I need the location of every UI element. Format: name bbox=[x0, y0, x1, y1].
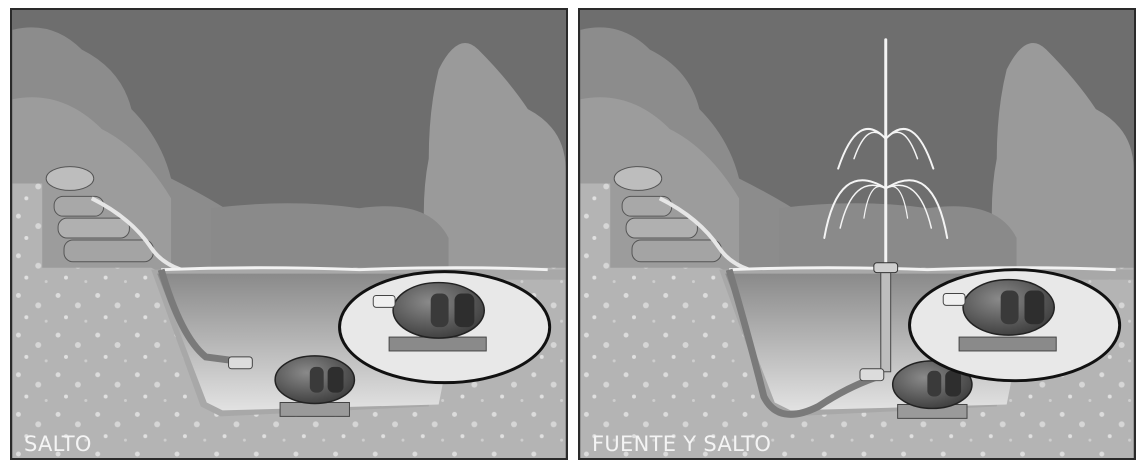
brick-base-icon bbox=[959, 337, 1056, 351]
salto-illustration bbox=[12, 10, 566, 458]
hose-connector bbox=[229, 357, 253, 369]
brick-base-icon bbox=[280, 402, 349, 416]
fountain-riser-pipe bbox=[881, 273, 891, 372]
fuente-y-salto-panel: FUENTE Y SALTO bbox=[578, 8, 1136, 460]
salto-caption: SALTO bbox=[24, 432, 92, 456]
pump-icon bbox=[275, 356, 354, 416]
callout-ellipse-icon bbox=[340, 272, 550, 383]
brick-base-icon bbox=[389, 337, 486, 351]
fuente-y-salto-illustration bbox=[580, 10, 1134, 458]
callout-ellipse-icon bbox=[910, 270, 1120, 381]
salto-panel: SALTO bbox=[10, 8, 568, 460]
fuente-y-salto-caption: FUENTE Y SALTO bbox=[592, 432, 771, 456]
fountain-nozzle bbox=[874, 263, 898, 273]
hose-connector bbox=[860, 369, 884, 381]
